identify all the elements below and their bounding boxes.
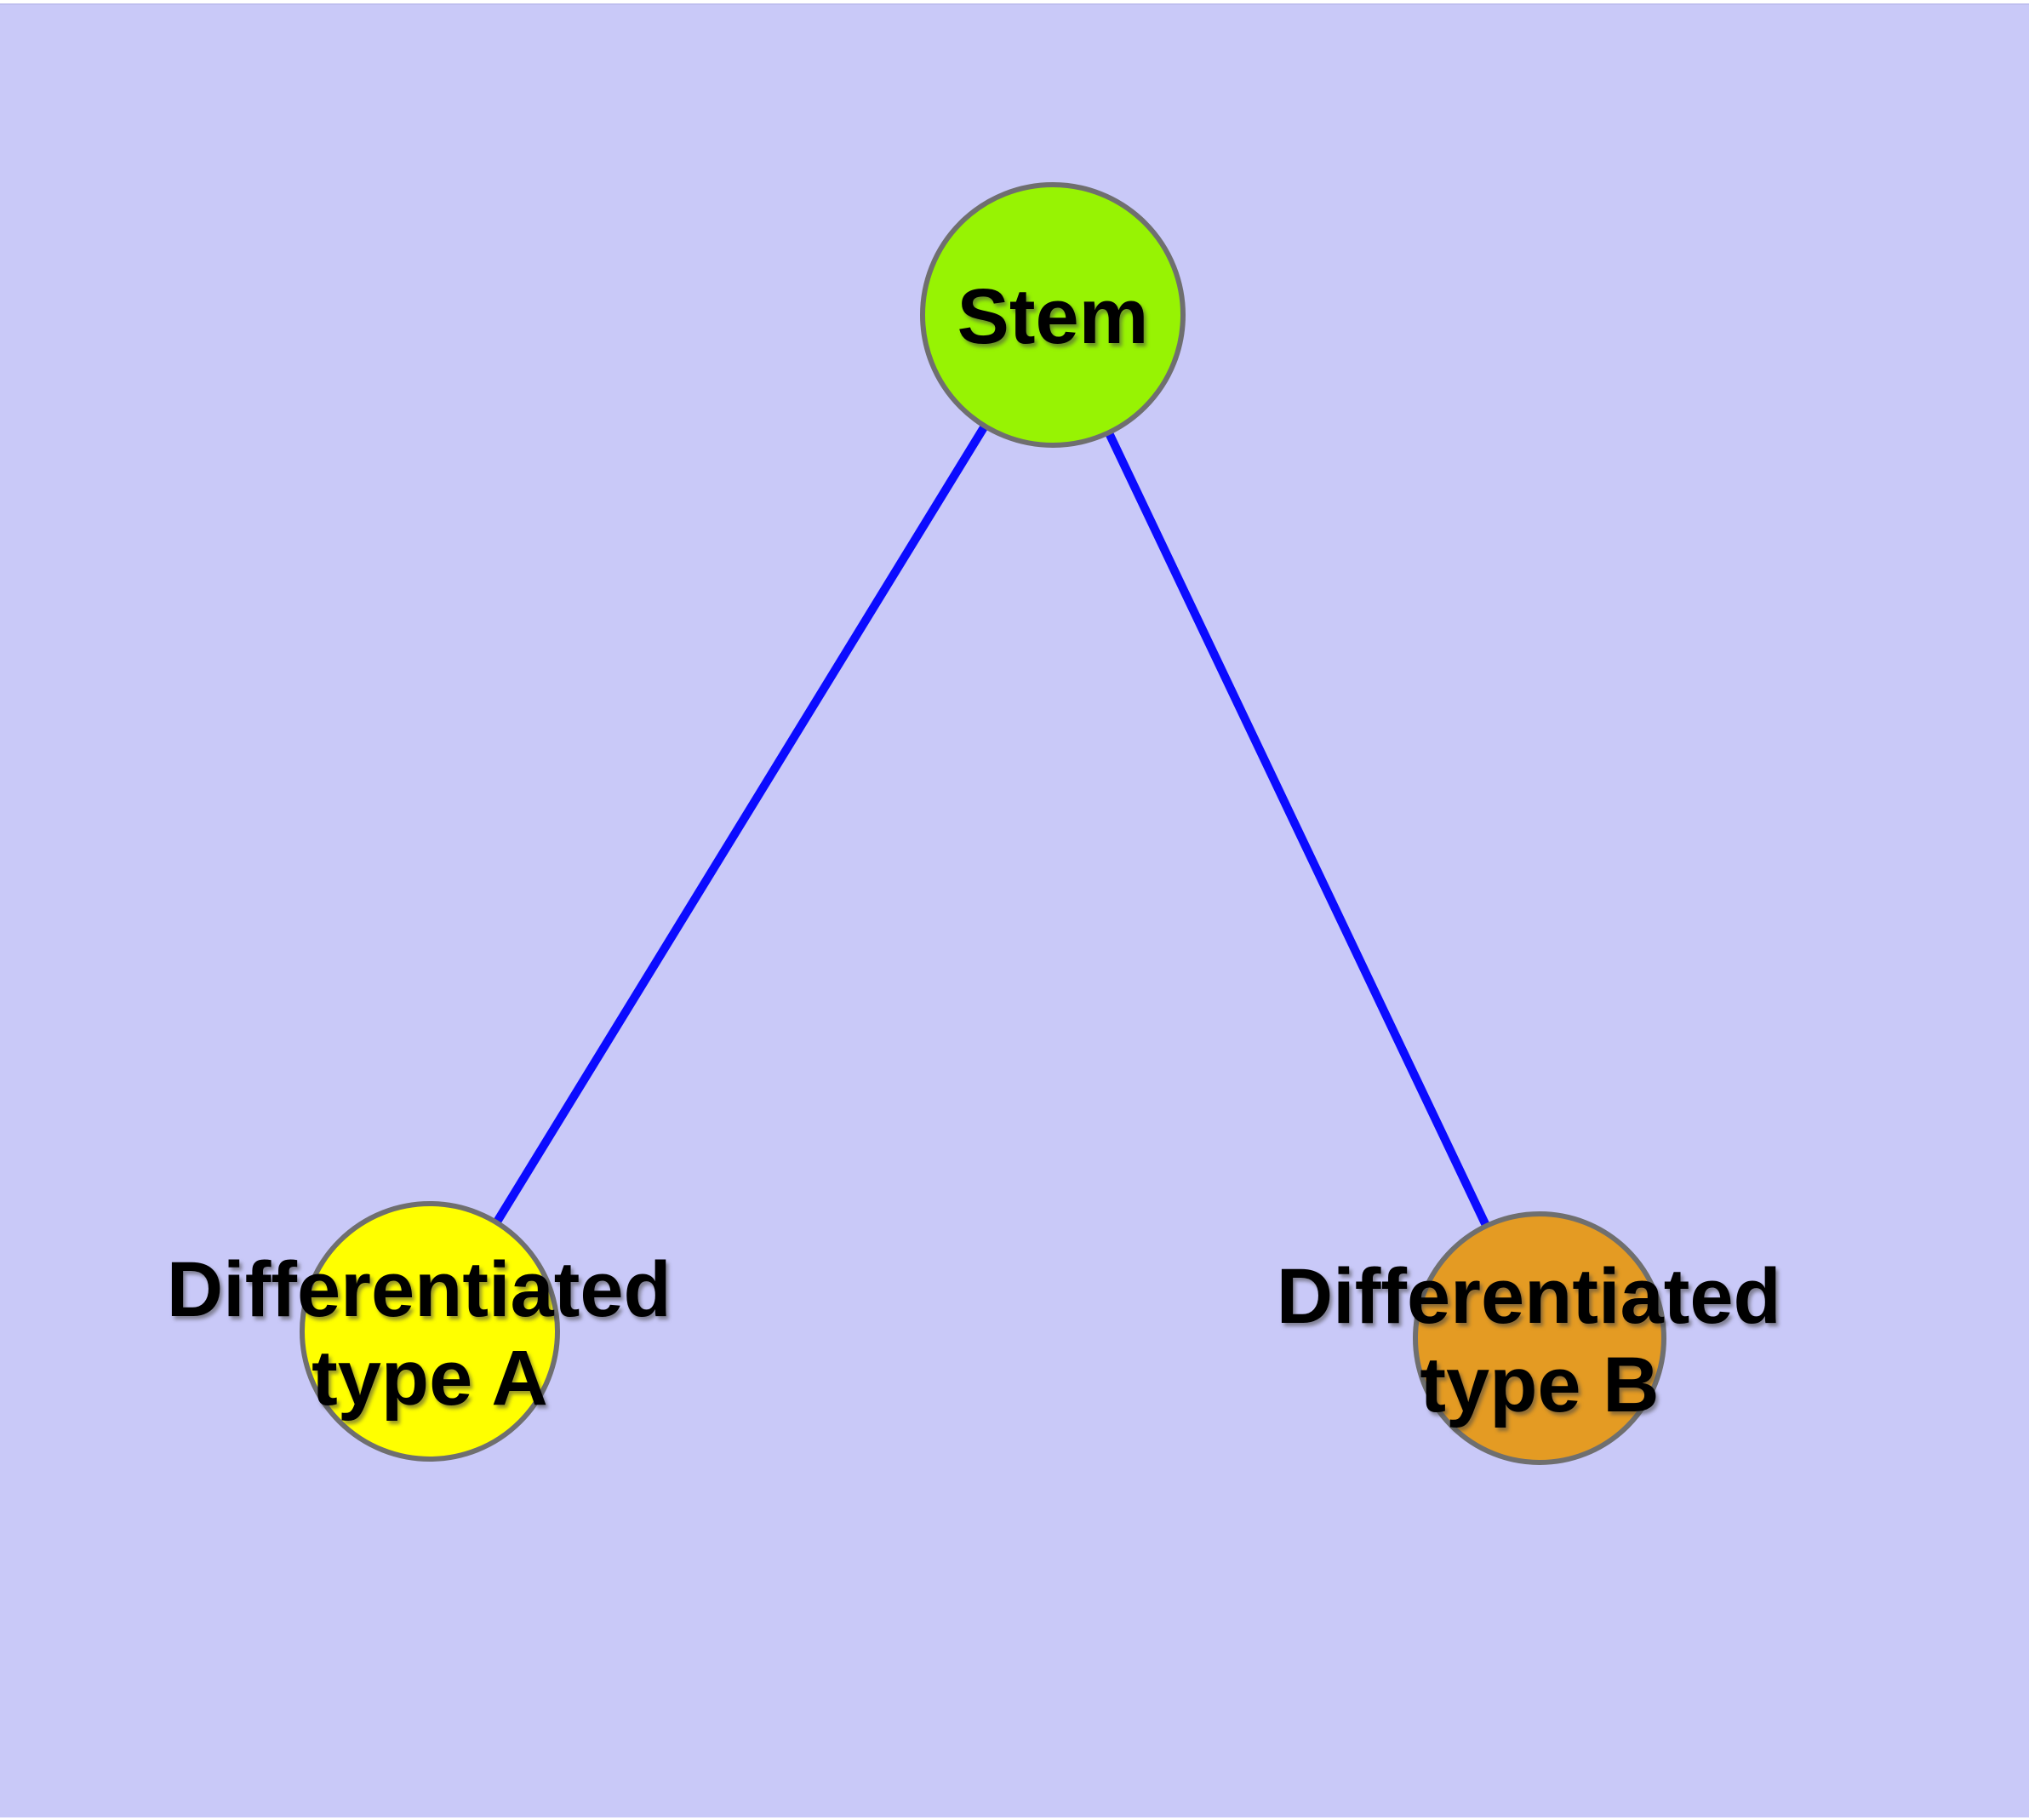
node-stem-circle [920, 182, 1186, 448]
top-border-strip [0, 0, 2029, 3]
node-type-b-label-line1: Differentiated [1277, 1253, 1781, 1340]
edge-stem-to-type-b [1049, 312, 1544, 1341]
node-type-b-label-line2: type B [1420, 1342, 1659, 1428]
node-type-a-label-line2: type A [311, 1335, 548, 1422]
bottom-border-strip [0, 1817, 2029, 1820]
node-type-b-circle [1413, 1211, 1666, 1465]
node-type-a-label-line1: Differentiated [167, 1246, 672, 1333]
node-type-a-label: Differentiated type A [167, 1246, 694, 1422]
top-border-divider [0, 3, 2029, 5]
node-type-a-circle [300, 1201, 560, 1462]
node-stem-label: Stem [957, 273, 1149, 360]
node-type-b-label: Differentiated type B [1277, 1253, 1803, 1428]
edge-stem-to-type-a [426, 312, 1057, 1334]
